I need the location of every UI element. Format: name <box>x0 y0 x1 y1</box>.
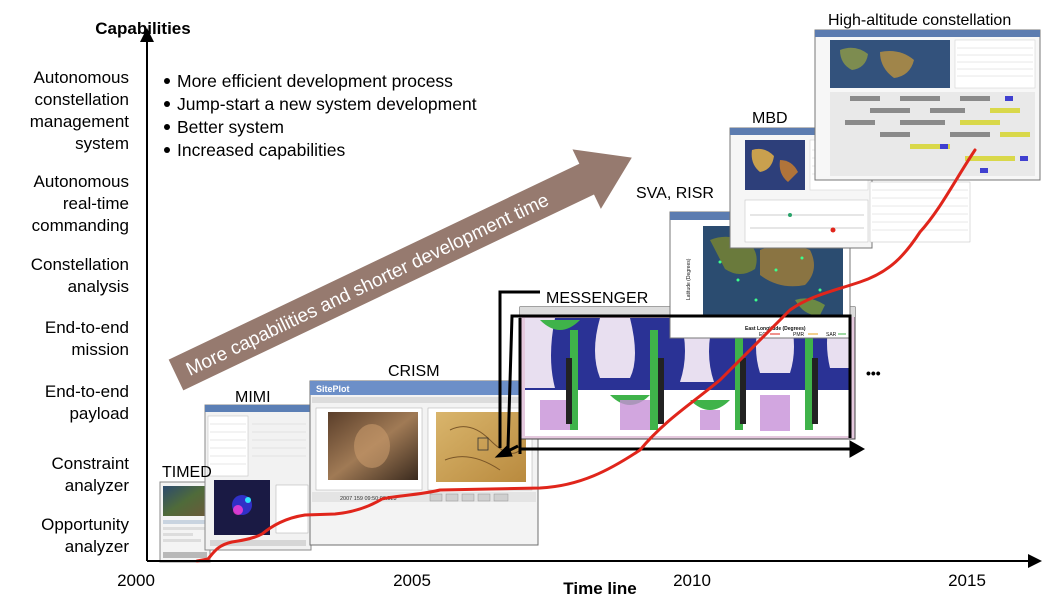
level-2-line-2: real-time <box>63 194 129 213</box>
level-6-line-1: Constraint <box>52 454 130 473</box>
level-1-line-3: management <box>30 112 130 131</box>
benefit-item: Jump-start a new system development <box>177 94 477 114</box>
project-label-sva-risr: SVA, RISR <box>636 185 714 202</box>
x-axis-title: Time line <box>563 579 636 598</box>
bullet-dot <box>164 78 170 84</box>
growth-curve <box>195 148 977 563</box>
project-label-crism: CRISM <box>388 363 440 380</box>
level-6-line-2: analyzer <box>65 476 130 495</box>
crism-timestamp: 2007 159 09:50:00.523 <box>340 496 397 502</box>
level-7-line-1: Opportunity <box>41 515 129 534</box>
sva-legend-pmr: PMR <box>793 332 805 338</box>
x-tick-2000: 2000 <box>117 571 155 590</box>
trend-arrow-label: More capabilities and shorter developmen… <box>183 190 552 381</box>
y-axis-title: Capabilities <box>95 19 190 38</box>
sva-x-axis-label: East Longitude (Degrees) <box>745 326 806 332</box>
level-1-line-1: Autonomous <box>34 68 129 87</box>
project-label-timed: TIMED <box>162 464 212 481</box>
project-label-messenger: MESSENGER <box>546 290 648 307</box>
level-4-line-2: mission <box>71 340 129 359</box>
level-3-line-2: analysis <box>68 277 129 296</box>
level-2-line-1: Autonomous <box>34 172 129 191</box>
sva-legend-sar: SAR <box>826 332 837 338</box>
high-altitude-screenshot <box>814 29 1041 243</box>
x-tick-2005: 2005 <box>393 571 431 590</box>
benefit-item: Better system <box>177 117 284 137</box>
benefit-item: More efficient development process <box>177 71 453 91</box>
sva-y-axis-label: Latitude (Degrees) <box>686 258 692 300</box>
benefit-item: Increased capabilities <box>177 140 346 160</box>
messenger-bracket-arrows <box>494 290 866 458</box>
messenger-screenshot <box>519 306 856 440</box>
level-3-line-1: Constellation <box>31 255 129 274</box>
bullet-dot <box>164 147 170 153</box>
timed-screenshot <box>159 481 211 563</box>
mimi-screenshot <box>204 404 312 551</box>
project-label-mbd: MBD <box>752 110 788 127</box>
bullet-dot <box>164 124 170 130</box>
level-2-line-3: commanding <box>32 216 129 235</box>
capability-levels: Autonomous constellation management syst… <box>30 68 130 556</box>
level-1-line-2: constellation <box>34 90 129 109</box>
sva-legend-eo: EO <box>759 332 766 338</box>
project-label-mimi: MIMI <box>235 389 271 406</box>
axes <box>140 28 1042 568</box>
crism-window-title: SitePlot <box>316 384 350 394</box>
x-tick-2015: 2015 <box>948 571 986 590</box>
continuation-dots: ••• <box>866 365 881 381</box>
x-tick-2010: 2010 <box>673 571 711 590</box>
level-7-line-2: analyzer <box>65 537 130 556</box>
level-5-line-2: payload <box>69 404 129 423</box>
bullet-dot <box>164 101 170 107</box>
project-label-high-altitude: High-altitude constellation <box>828 12 1011 29</box>
level-5-line-1: End-to-end <box>45 382 129 401</box>
level-1-line-4: system <box>75 134 129 153</box>
crism-screenshot: SitePlot 2007 159 09:50:00.523 <box>309 380 539 546</box>
level-4-line-1: End-to-end <box>45 318 129 337</box>
benefits-list: More efficient development process Jump-… <box>164 71 477 160</box>
